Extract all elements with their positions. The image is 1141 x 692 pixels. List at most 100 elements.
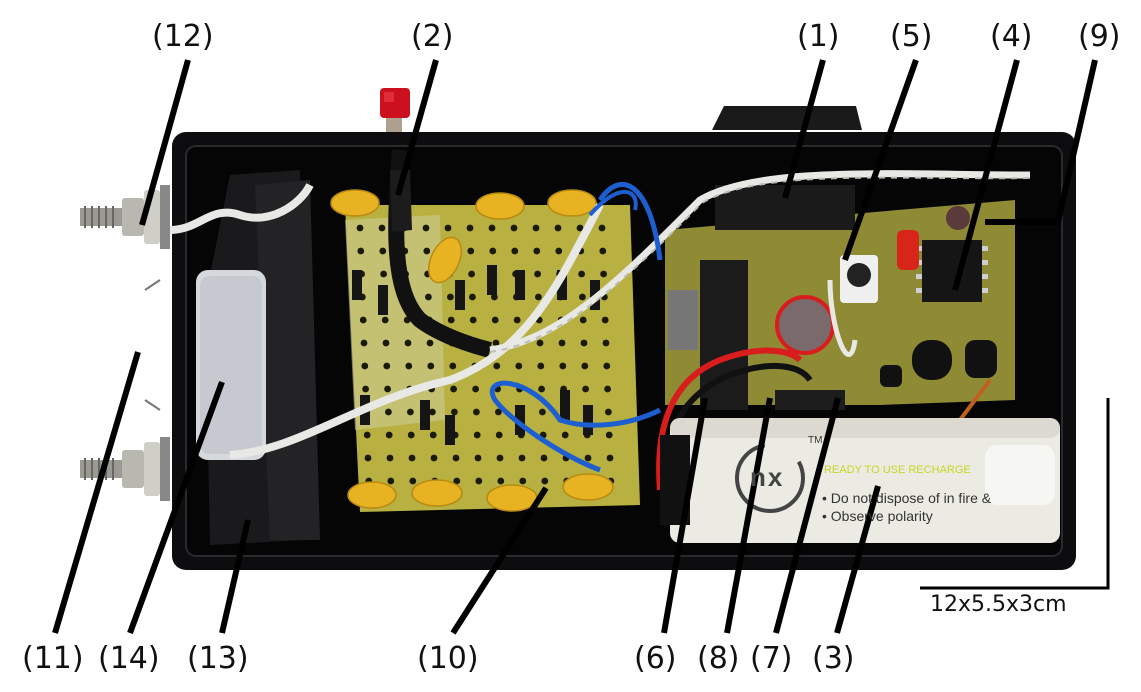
- pcb-hole: [422, 224, 430, 232]
- pcb-hole: [582, 385, 589, 393]
- pcb-hole: [359, 316, 367, 324]
- label-9: (9): [1078, 19, 1121, 54]
- pcb-hole: [537, 362, 545, 370]
- ceramic-capacitors: [330, 189, 1004, 512]
- pcb-hole: [605, 408, 612, 416]
- pcb-hole: [581, 362, 589, 370]
- pcb-hole: [532, 224, 540, 232]
- ic-chip: [922, 240, 982, 302]
- pcb-hole: [385, 408, 392, 416]
- label-14: (14): [98, 641, 160, 676]
- battery-logo-text: nx: [750, 462, 785, 492]
- dimension-label: 12x5.5x3cm: [930, 592, 1067, 617]
- pcb-hole: [382, 339, 390, 347]
- white-wire-top: [169, 183, 314, 234]
- pcb-hole: [515, 362, 523, 370]
- pcb-hole: [555, 247, 563, 255]
- pcb-hole: [579, 316, 587, 324]
- leader-10: [450, 486, 549, 635]
- pcb-hole: [430, 454, 438, 462]
- pcb-hole: [423, 247, 431, 255]
- pcb-hole: [447, 293, 454, 301]
- leader-12: [139, 59, 191, 226]
- label-10: (10): [417, 641, 479, 676]
- pcb-hole: [453, 477, 461, 485]
- label-13: (13): [187, 641, 249, 676]
- blue-wire-top: [597, 182, 663, 261]
- pcb-hole: [425, 293, 432, 301]
- leader-7: [773, 397, 841, 634]
- pcb-hole: [584, 454, 592, 462]
- pcb-hole: [473, 408, 480, 416]
- pcb-hole: [534, 270, 541, 278]
- leader-14: [127, 380, 225, 635]
- pcb-hole: [474, 454, 482, 462]
- pcb-hole: [404, 339, 412, 347]
- battery-logo-ring: [735, 443, 805, 513]
- pcb-hole: [360, 339, 368, 347]
- pcb-hole: [493, 362, 501, 370]
- pcb-hole: [405, 362, 413, 370]
- pcb-hole: [468, 270, 475, 278]
- led: [946, 206, 970, 230]
- pcb-hole: [408, 454, 416, 462]
- rocker-switch-top: [712, 106, 862, 130]
- pcb-hole: [381, 316, 389, 324]
- pcb-hole: [559, 362, 567, 370]
- battery-slogan: READY TO USE RECHARGE: [824, 464, 971, 476]
- label-7: (7): [750, 641, 793, 676]
- inductor: [912, 340, 952, 380]
- pcb-hole: [357, 247, 365, 255]
- battery-warning-2: • Observe polarity: [822, 508, 933, 524]
- pcb-hole: [540, 454, 548, 462]
- pcb-hole: [429, 408, 436, 416]
- pcb-hole: [407, 431, 415, 439]
- pcb-hole: [361, 362, 369, 370]
- pcb-hole: [495, 408, 502, 416]
- pcb-hole: [518, 454, 526, 462]
- pcb-hole: [385, 431, 393, 439]
- white-twisted-wire: [489, 170, 1031, 354]
- transistor-heatsink: [775, 390, 845, 410]
- pcb-hole: [489, 247, 497, 255]
- pcb-hole: [492, 339, 500, 347]
- pcb-hole: [497, 477, 505, 485]
- pcb-hole: [491, 293, 498, 301]
- pcb-hole: [606, 454, 614, 462]
- label-5: (5): [890, 19, 933, 54]
- pcb-hole: [363, 431, 371, 439]
- pcb-hole: [510, 224, 518, 232]
- leader-3: [834, 485, 881, 634]
- pcb-hole: [447, 316, 455, 324]
- pcb-hole: [561, 431, 569, 439]
- pcb-hole: [535, 293, 542, 301]
- pcb-hole: [472, 385, 479, 393]
- pcb-hole: [473, 431, 481, 439]
- leader-2: [395, 59, 439, 196]
- leader-4: [952, 59, 1020, 291]
- pcb-hole: [541, 477, 549, 485]
- pcb-hole: [378, 224, 386, 232]
- label-11: (11): [22, 641, 84, 676]
- leader-1: [782, 59, 826, 199]
- label-8: (8): [697, 641, 740, 676]
- pcb-hole: [466, 224, 474, 232]
- pcb-hole: [469, 316, 477, 324]
- pcb-hole: [495, 431, 503, 439]
- leader-13: [219, 519, 251, 634]
- pcb-hole: [383, 362, 391, 370]
- pcb-hole: [380, 270, 387, 278]
- pcb-hole: [386, 454, 394, 462]
- leader-lines: [52, 58, 1098, 635]
- pcb-hole: [407, 408, 414, 416]
- leader-6: [661, 397, 708, 634]
- pcb-hole: [580, 339, 588, 347]
- pcb-hole: [598, 224, 606, 232]
- bottom-terminal-bolt: [80, 437, 170, 501]
- pcb-hole: [604, 385, 611, 393]
- pcb-hole: [539, 408, 546, 416]
- pcb-hole: [379, 247, 387, 255]
- pcb-hole: [576, 224, 584, 232]
- dimension-bracket: [920, 398, 1110, 590]
